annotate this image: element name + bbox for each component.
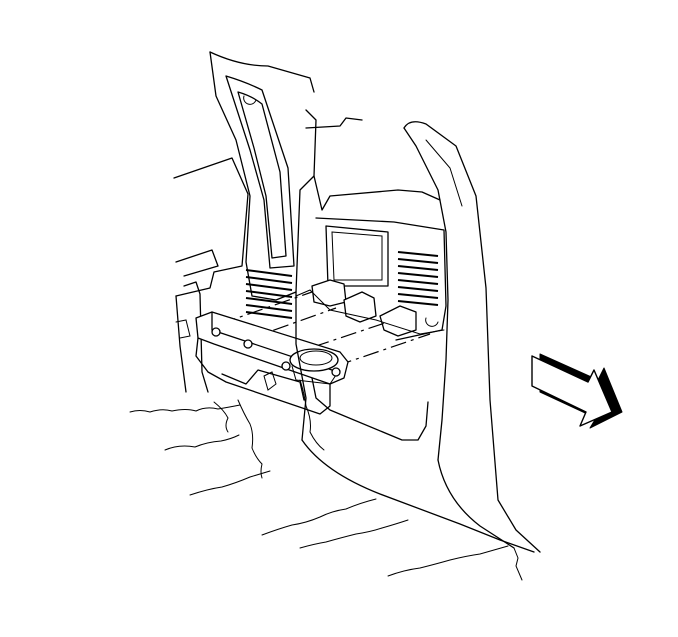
fastener-icon — [211, 327, 341, 377]
bracket-rail — [295, 289, 445, 335]
door-lower-trim — [311, 377, 429, 441]
pillar-left-edge — [209, 51, 297, 301]
console — [195, 311, 349, 415]
alignment-line-1 — [219, 291, 313, 325]
carpet-edge-left — [237, 399, 263, 479]
carpet-line-1 — [129, 404, 241, 413]
carpet-line-6 — [387, 545, 509, 577]
b-pillar-inner — [403, 127, 449, 461]
b-pillar — [403, 121, 541, 553]
pillar-top-edge — [209, 51, 315, 93]
pillar-notch — [305, 117, 363, 129]
carpet-line-2 — [164, 434, 240, 451]
seat-back-edge — [183, 281, 209, 393]
window-opening-inner — [237, 91, 287, 259]
pillar-inner-edge — [295, 175, 441, 293]
carpet-line-4 — [261, 498, 377, 536]
right-vent — [397, 251, 439, 306]
b-pillar-seam — [425, 139, 463, 207]
console-clip — [263, 371, 277, 391]
direction-arrow-icon — [531, 353, 623, 429]
seat-back-latch — [175, 249, 219, 277]
quarter-trim-panel — [209, 51, 441, 301]
bracket-left — [311, 279, 347, 307]
door-opening-left — [295, 291, 307, 441]
carpet-edge-center — [299, 379, 325, 451]
pillar-inner-seam — [305, 109, 317, 177]
arrow-face — [531, 355, 613, 427]
carpet-line-5 — [299, 519, 409, 549]
seat-back-outline — [173, 157, 249, 297]
left-seat-back — [173, 157, 249, 393]
storage-pocket — [325, 225, 389, 287]
rear-panel — [245, 217, 447, 341]
door-opening — [295, 291, 535, 553]
carpet-edge-right — [513, 547, 523, 581]
seat-back-lower — [175, 295, 187, 393]
b-pillar-outer — [403, 121, 541, 553]
alignment-line-3 — [285, 321, 389, 357]
window-opening-outer — [225, 75, 295, 269]
cup-holder-icon — [289, 348, 339, 385]
storage-pocket-inner — [331, 231, 383, 281]
mounting-brackets — [295, 279, 445, 337]
b-pillar-foot — [437, 459, 515, 549]
carpet-curl — [213, 401, 229, 433]
floor-carpet-lines — [129, 379, 523, 581]
carpet-line-3 — [189, 470, 271, 496]
console-base-flange — [221, 369, 305, 401]
seat-back-bracket — [175, 319, 191, 339]
left-vent — [245, 269, 293, 319]
alignment-line-4 — [335, 333, 431, 367]
rear-mount-hole — [425, 317, 439, 327]
bracket-center — [343, 291, 377, 323]
console-side — [195, 337, 331, 415]
window-latch — [243, 95, 257, 105]
bracket-right — [379, 305, 417, 337]
sill-line — [301, 439, 535, 553]
